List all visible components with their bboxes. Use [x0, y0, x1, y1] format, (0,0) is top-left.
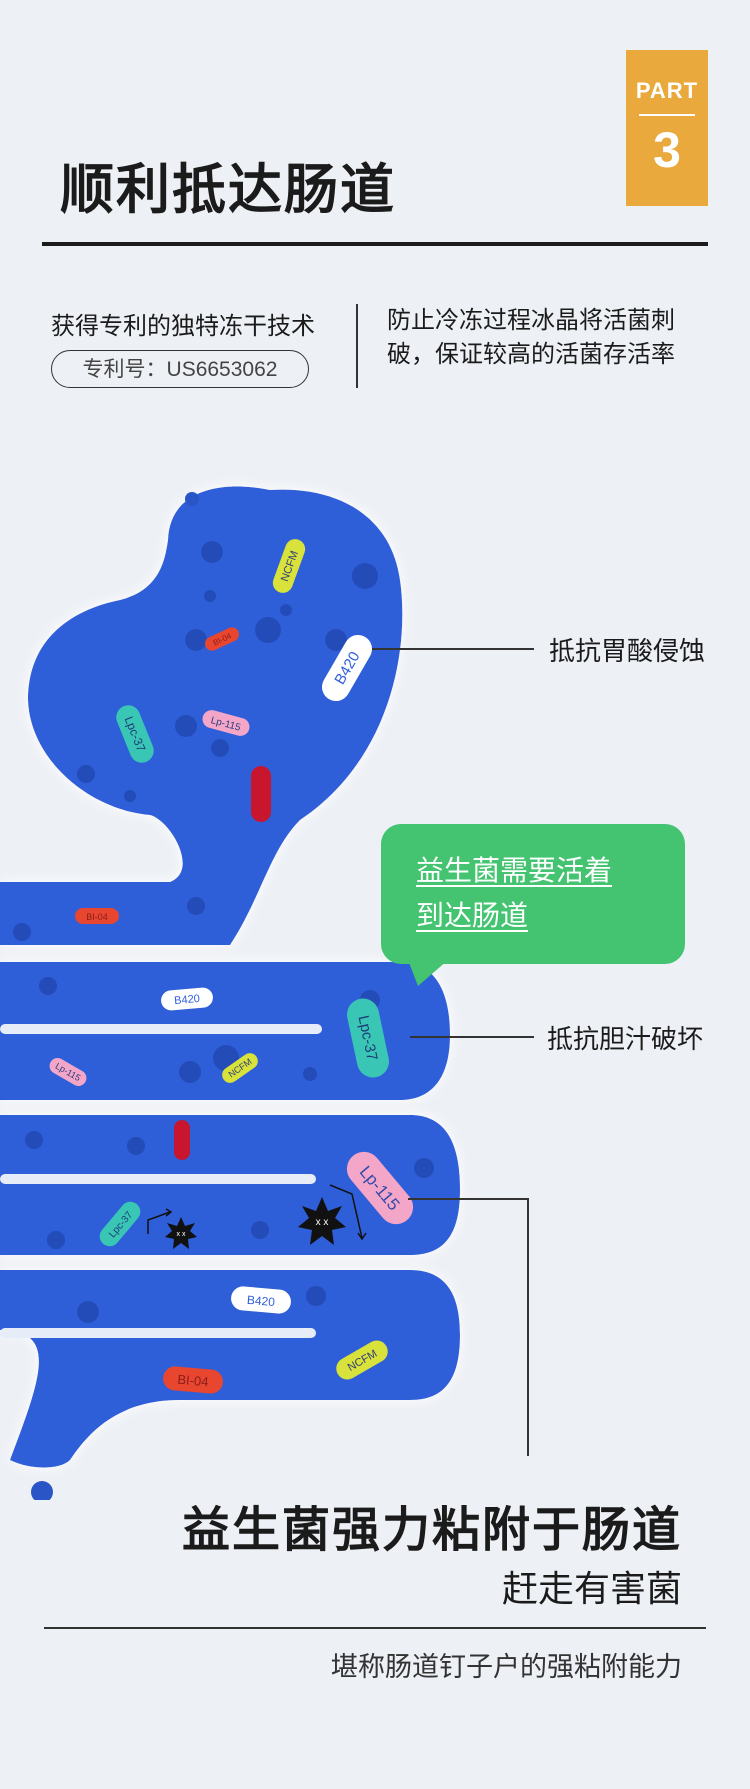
- decorative-dots: [31, 492, 199, 1500]
- bottom-divider: [44, 1627, 706, 1629]
- svg-text:x x: x x: [316, 1217, 329, 1228]
- bubble-line: 益生菌需要活着: [416, 855, 613, 886]
- patent-badge: 专利号：US6653062: [51, 350, 309, 388]
- svg-text:x x: x x: [177, 1231, 186, 1238]
- callout-line-vertical: [527, 1198, 529, 1456]
- feature-text: 获得专利的独特冻干技术: [51, 313, 315, 340]
- harmful-bacteria-icon: x x: [165, 1217, 197, 1249]
- part-badge: PART 3: [626, 50, 708, 206]
- repel-arrows: [147, 1184, 367, 1241]
- callout-line: [410, 1036, 534, 1038]
- bubble-text: 益生菌需要活着 到达肠道: [416, 848, 612, 938]
- feature-description: 防止冷冻过程冰晶将活菌刺 破，保证较高的活菌存活率: [387, 304, 707, 372]
- strain-red: [251, 766, 271, 822]
- headline: 益生菌强力粘附于肠道: [181, 1504, 682, 1557]
- callout-bile: 抵抗胆汁破坏: [547, 1024, 704, 1054]
- bubble-line: 到达肠道: [416, 900, 529, 931]
- strain-label: B420: [246, 1293, 275, 1309]
- strain-lp115: Lp-115: [202, 710, 250, 736]
- strain-bi04: BI-04: [163, 1366, 223, 1394]
- vertical-divider: [356, 304, 358, 388]
- part-label: PART: [635, 78, 699, 103]
- strain-b420: B420: [161, 987, 213, 1011]
- strain-label: BI-04: [86, 912, 108, 922]
- description-line: 破，保证较高的活菌存活率: [387, 341, 675, 368]
- subheadline: 赶走有害菌: [501, 1568, 682, 1609]
- strain-red: [174, 1120, 190, 1160]
- page-title: 顺利抵达肠道: [60, 160, 396, 220]
- footer-caption: 堪称肠道钉子户的强粘附能力: [331, 1652, 682, 1682]
- strain-bi04: BI-04: [75, 908, 119, 924]
- gut-fold-line: [0, 1174, 316, 1184]
- gut-texture: [13, 541, 434, 1323]
- speech-bubble: [381, 824, 685, 964]
- title-divider: [42, 242, 708, 246]
- gut-fold-line: [0, 1024, 322, 1034]
- callout-stomach-acid: 抵抗胃酸侵蚀: [549, 636, 706, 666]
- strain-label: BI-04: [177, 1372, 209, 1390]
- strain-ncfm: NCFM: [272, 539, 306, 593]
- part-number: 3: [653, 122, 681, 178]
- strain-bi04: BI-04: [205, 627, 239, 651]
- strain-label: B420: [174, 993, 201, 1007]
- callout-line: [372, 648, 534, 650]
- speech-bubble-tail: [408, 960, 448, 986]
- badge-divider: [639, 114, 695, 116]
- harmful-bacteria-icon: x x: [298, 1197, 346, 1245]
- gut-fold-line: [0, 1328, 316, 1338]
- strain-b420: B420: [231, 1286, 291, 1314]
- gut-illustration: NCFM BI-04 B420 Lp-115 Lpc-37 BI-04 B420…: [0, 486, 460, 1500]
- strain-lpc37: Lpc-37: [347, 998, 389, 1078]
- description-line: 防止冷冻过程冰晶将活菌刺: [387, 307, 675, 334]
- callout-line: [408, 1198, 528, 1200]
